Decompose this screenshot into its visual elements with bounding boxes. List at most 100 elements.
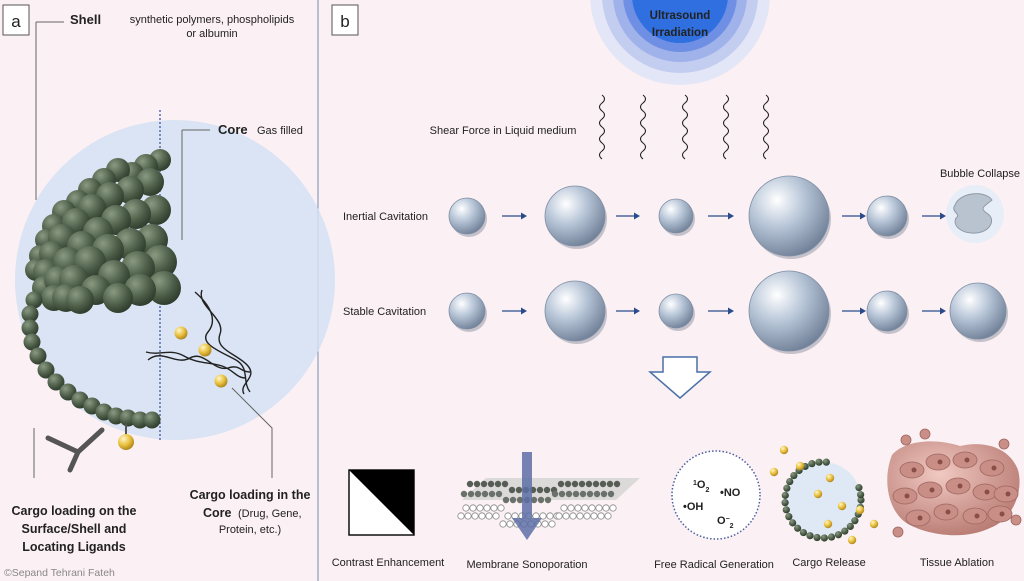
lipid-head [473, 480, 481, 488]
shell-sphere [103, 283, 133, 313]
inertial-cavitation-label: Inertial Cavitation [343, 211, 428, 223]
panel-a-label-box [2, 4, 30, 36]
free-radical-label: Free Radical Generation [654, 559, 774, 571]
lipid-head [599, 480, 607, 488]
surface-cargo-particle [118, 434, 134, 450]
lipid-head [494, 480, 502, 488]
hydroxyl-radical: •OH [683, 501, 703, 513]
tissue-fragment [1010, 514, 1022, 526]
panel-a-label: a [11, 12, 21, 31]
cargo-shell-sphere [799, 528, 808, 537]
ultrasound-label-2: Irradiation [652, 27, 708, 39]
lipid-head [504, 512, 512, 520]
released-cargo-particle [795, 461, 805, 471]
lipid-head [488, 490, 496, 498]
cargo-shell-sphere [789, 519, 797, 527]
lipid-head [492, 512, 500, 520]
lipid-head [516, 496, 524, 504]
lipid-head [543, 486, 551, 494]
cargo-release-label: Cargo Release [792, 557, 865, 569]
lipid-head [478, 512, 486, 520]
sonoporation-arrow-shaft [522, 452, 532, 518]
singlet-oxygen-sup: 1 [693, 480, 697, 487]
cargo-shell-sphere [851, 517, 859, 525]
free-radical-icon: 1O2 •NO •OH O−2 [671, 450, 761, 540]
tissue-ablation-icon [887, 428, 1022, 538]
shell-chain-sphere [143, 411, 161, 429]
cavitation-bubble [658, 293, 694, 329]
lipid-head [606, 480, 614, 488]
lipid-head [546, 512, 554, 520]
shear-wave [598, 94, 606, 160]
lipid-head [590, 512, 598, 520]
nitric-oxide-radical: •NO [720, 487, 741, 499]
tissue-ablation-label: Tissue Ablation [920, 557, 994, 569]
lipid-head [579, 490, 587, 498]
lipid-head [607, 490, 615, 498]
cargo-shell-sphere [806, 532, 814, 540]
inertial-cavitation-row [448, 175, 946, 259]
lipid-head [613, 480, 621, 488]
shell-sphere [147, 271, 181, 305]
lipid-head [508, 486, 516, 494]
lipid-head [555, 512, 563, 520]
lipid-head [578, 480, 586, 488]
shell-chain-sphere [29, 347, 47, 365]
shear-wave [762, 94, 770, 160]
lipid-head [541, 520, 549, 528]
lipid-head [597, 512, 605, 520]
contrast-enhancement-icon [348, 469, 415, 536]
lipid-head [562, 512, 570, 520]
cargo-shell-sphere [783, 484, 791, 492]
cargo-shell-sphere [781, 491, 789, 499]
released-cargo-particle [855, 505, 865, 515]
lipid-head [469, 504, 477, 512]
lipid-head [551, 490, 559, 498]
lipid-head [569, 512, 577, 520]
tissue-fragment [919, 428, 931, 440]
shell-chain-sphere [21, 305, 39, 323]
lipid-head [506, 520, 514, 528]
cavitation-bubble [866, 195, 908, 237]
cargo-shell-sphere [808, 460, 816, 468]
lipid-head [502, 496, 510, 504]
panel-a: a [2, 4, 335, 579]
shear-waves [598, 94, 770, 160]
cargo-shell-sphere [813, 533, 821, 542]
cavitation-bubble [544, 185, 606, 247]
released-cargo-particle [825, 473, 835, 483]
singlet-oxygen-sub: 2 [705, 487, 709, 494]
lipid-head [487, 480, 495, 488]
panel-b-label-box [331, 4, 359, 36]
lipid-head [499, 520, 507, 528]
lipid-head [466, 480, 474, 488]
shell-description-2: or albumin [186, 28, 237, 40]
lipid-head [581, 504, 589, 512]
lipid-head [501, 480, 509, 488]
lipid-head [604, 512, 612, 520]
singlet-oxygen: O [697, 479, 706, 491]
core-cargo-leader-line [231, 387, 273, 478]
shear-wave [639, 94, 647, 160]
core-cargo-particle [174, 326, 188, 340]
lipid-head [490, 504, 498, 512]
released-cargo-particle [769, 467, 779, 477]
lipid-head [557, 480, 565, 488]
membrane-sonoporation-icon [457, 452, 640, 540]
shell-title: Shell [70, 12, 101, 27]
surface-cargo-label-3: Locating Ligands [22, 540, 126, 554]
shear-force-label: Shear Force in Liquid medium [430, 125, 577, 137]
lipid-head [497, 504, 505, 512]
lipid-head [509, 496, 517, 504]
released-cargo-particle [813, 489, 823, 499]
cavitation-bubble [949, 282, 1007, 340]
lipid-head [548, 520, 556, 528]
core-cargo-particle [198, 343, 212, 357]
dna-strand-2 [145, 351, 251, 379]
cargo-shell-sphere [841, 527, 849, 535]
membrane-sonoporation-label: Membrane Sonoporation [466, 559, 587, 571]
stable-cavitation-row [448, 270, 1008, 354]
lipid-head [530, 496, 538, 504]
lipid-head [480, 480, 488, 488]
